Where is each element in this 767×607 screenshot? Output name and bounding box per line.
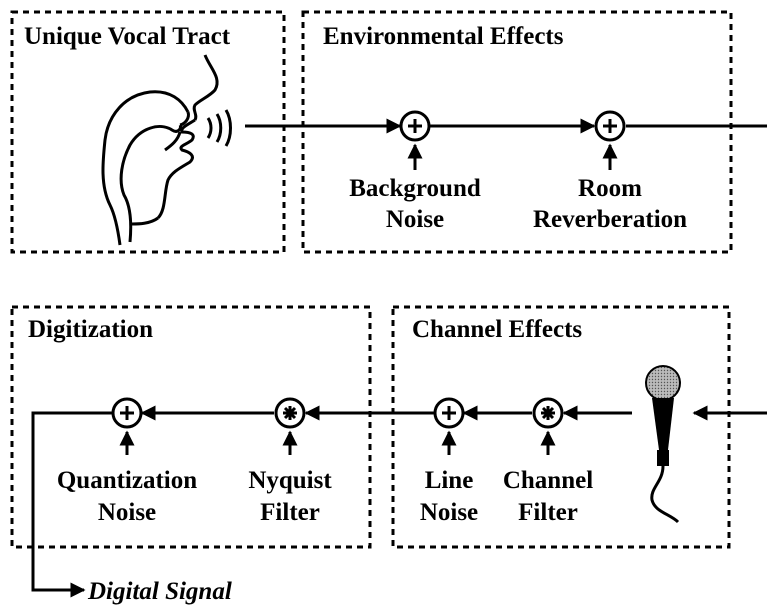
- microphone-icon: [645, 365, 681, 524]
- line-noise-label-1: Line: [425, 467, 474, 494]
- nyquist-filter-label-1: Nyquist: [248, 467, 332, 494]
- channel-effects-box: [391, 305, 731, 549]
- background-noise-node: [399, 110, 431, 142]
- vocal-tract-title: Unique Vocal Tract: [24, 23, 231, 50]
- environmental-effects-box: [301, 10, 733, 254]
- background-noise-label-1: Background: [349, 175, 481, 202]
- line-noise-node: [433, 397, 465, 429]
- vocal-tract-box: [10, 10, 286, 254]
- wire-quant-to-output: [31, 411, 112, 598]
- line-noise-label-2: Noise: [420, 499, 478, 526]
- quantization-noise-label-2: Noise: [98, 499, 156, 526]
- room-reverb-label-2: Reverberation: [533, 206, 687, 233]
- background-noise-label-2: Noise: [386, 206, 444, 233]
- nyquist-filter-node: [274, 397, 306, 429]
- channel-effects-title: Channel Effects: [412, 316, 582, 343]
- channel-filter-label-2: Filter: [518, 499, 578, 526]
- digitization-title: Digitization: [28, 316, 153, 343]
- channel-filter-node: [532, 397, 564, 429]
- quantization-noise-label-1: Quantization: [57, 467, 197, 494]
- channel-filter-label-1: Channel: [503, 467, 593, 494]
- head-profile-icon: [101, 54, 232, 246]
- environmental-effects-title: Environmental Effects: [323, 23, 564, 50]
- room-reverb-label-1: Room: [578, 175, 642, 202]
- nyquist-filter-label-2: Filter: [260, 499, 320, 526]
- room-reverberation-node: [594, 110, 626, 142]
- digitization-box: [10, 305, 372, 549]
- digital-signal-label: Digital Signal: [87, 578, 232, 605]
- quantization-noise-node: [111, 397, 143, 429]
